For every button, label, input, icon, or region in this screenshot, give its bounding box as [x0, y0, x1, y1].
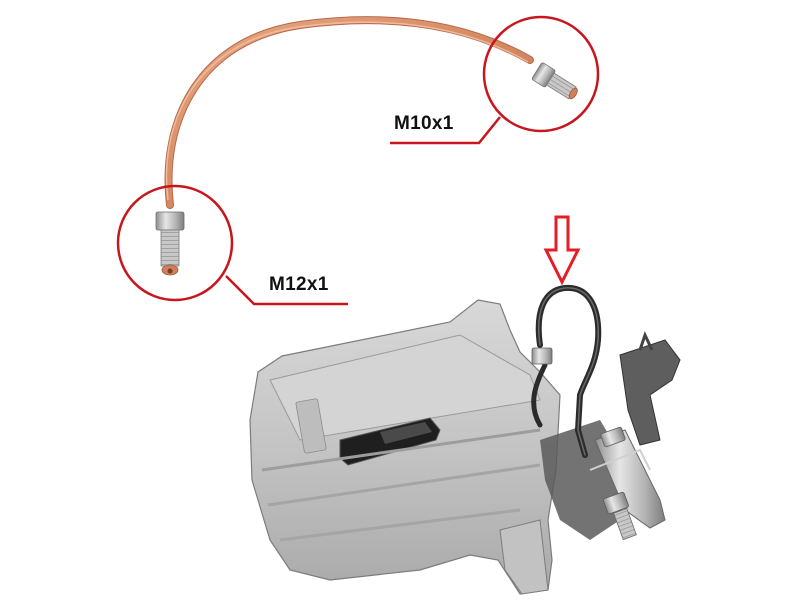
- brake-caliper: [249, 299, 630, 595]
- callout-m10x1: [390, 15, 600, 145]
- fitting-label-m10x1: M10x1: [394, 113, 454, 134]
- fitting-m12x1: [155, 211, 185, 276]
- fitting-m10x1: [531, 62, 578, 100]
- leader-line-m12x1: [225, 275, 348, 306]
- leader-line-m10x1: [390, 116, 501, 145]
- handbrake-mechanism: [589, 330, 681, 541]
- caliper-brake-line: [531, 284, 602, 458]
- copper-brake-pipe: [164, 16, 534, 209]
- callout-circle-m12x1: [116, 184, 234, 302]
- fitting-label-m12x1: M12x1: [269, 274, 329, 295]
- callout-circle-m10x1: [482, 15, 600, 133]
- callout-m12x1: [116, 184, 348, 306]
- down-arrow-icon: [543, 215, 581, 286]
